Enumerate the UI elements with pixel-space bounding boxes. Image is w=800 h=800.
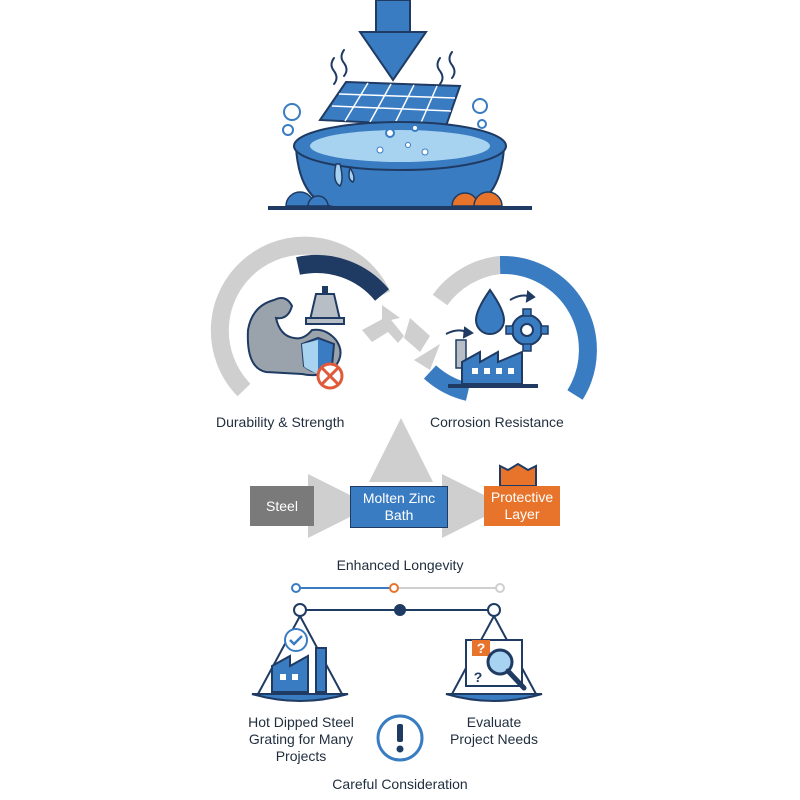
bell-icon (305, 286, 345, 325)
cycle-connector-arrows (362, 305, 440, 370)
enhanced-longevity-label: Enhanced Longevity (336, 557, 464, 573)
zinc-bath-icon (268, 121, 532, 210)
balance-scale-icon (251, 603, 543, 702)
durability-arc (210, 236, 391, 397)
durability-label: Durability & Strength (216, 414, 345, 430)
hot-dipped-label: Hot Dipped Steel Grating for Many Projec… (248, 714, 354, 764)
steel-box: Steel (250, 486, 314, 526)
exclamation-icon (376, 714, 424, 762)
question-icon: ? ? (472, 640, 490, 685)
factory-pan-icon (271, 647, 327, 693)
timeline-slider (291, 583, 505, 593)
flow-arrow-icons (445, 290, 536, 339)
water-drop-icon (474, 288, 506, 335)
protective-layer-box: Protective Layer (484, 486, 560, 526)
corrosion-arc (423, 255, 597, 401)
down-arrow-icon (358, 0, 428, 82)
protective-layer-shield-icon (499, 462, 537, 487)
svg-text:?: ? (477, 640, 486, 656)
grating-icon (318, 80, 462, 128)
gear-icon (505, 308, 549, 352)
heat-waves-icon (330, 49, 456, 85)
magnifier-icon (486, 648, 527, 691)
no-icon (316, 362, 344, 390)
process-arrows (308, 418, 506, 538)
bubbles-icon (282, 98, 488, 138)
corrosion-label: Corrosion Resistance (430, 414, 564, 430)
svg-text:?: ? (474, 669, 483, 685)
careful-consideration-label: Careful Consideration (332, 776, 468, 792)
factory-icon (448, 339, 538, 388)
molten-zinc-bath-box: Molten Zinc Bath (350, 486, 448, 528)
evaluate-label: Evaluate Project Needs (450, 714, 538, 747)
check-icon (284, 628, 308, 652)
